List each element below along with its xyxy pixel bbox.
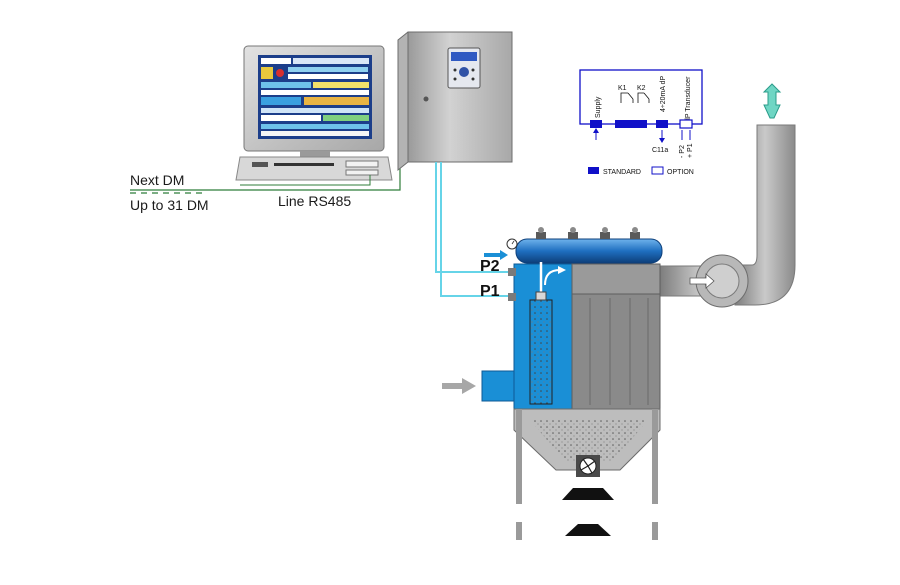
wiring-label-supply: Supply bbox=[595, 96, 602, 118]
wiring-label-plus-p1: + P1 bbox=[687, 143, 694, 158]
dust-pile-lower bbox=[565, 524, 611, 536]
label-next-dm: Next DM bbox=[130, 172, 185, 188]
legend-option-swatch bbox=[651, 166, 664, 175]
legend-standard-label: STANDARD bbox=[603, 169, 641, 176]
dust-pile-upper bbox=[562, 488, 614, 500]
wiring-label-analog-out: 4÷20mA dP bbox=[660, 76, 667, 112]
computer-base-unit bbox=[235, 156, 393, 181]
label-p1: P1 bbox=[480, 283, 500, 300]
compressed-air-tank bbox=[484, 227, 663, 264]
port-p2 bbox=[508, 268, 516, 276]
wiring-schematic: Supply K1 K2 4÷20mA dP dP Transducer C11… bbox=[579, 69, 703, 176]
pressure-hoses bbox=[435, 162, 508, 297]
legend-option-label: OPTION bbox=[667, 169, 694, 176]
port-p1 bbox=[508, 293, 516, 301]
clean-air-plenum bbox=[571, 263, 661, 295]
dust-collector-housing bbox=[442, 262, 661, 540]
legend-standard-swatch bbox=[588, 167, 599, 174]
wiring-label-minus-p2: - P2 bbox=[679, 145, 686, 158]
clean-air-arrow bbox=[544, 269, 561, 286]
exhaust-arrow bbox=[762, 83, 782, 119]
terminal-block-frame bbox=[579, 69, 703, 125]
monitor-stand bbox=[300, 151, 330, 157]
air-inlet-arrow bbox=[484, 250, 508, 260]
wiring-label-transducer: dP Transducer bbox=[685, 76, 692, 122]
wiring-label-c11a: C11a bbox=[652, 147, 668, 154]
terminal-analog bbox=[656, 120, 668, 128]
terminal-supply bbox=[590, 120, 602, 128]
label-line-rs485: Line RS485 bbox=[278, 193, 352, 209]
wiring-label-k1: K1 bbox=[618, 85, 627, 92]
control-cabinet bbox=[397, 31, 513, 172]
label-up-to-31-dm: Up to 31 DM bbox=[130, 197, 209, 213]
filter-bag bbox=[529, 299, 553, 405]
inlet-arrow bbox=[442, 378, 476, 394]
terminal-transducer bbox=[679, 119, 693, 129]
dirty-air-inlet bbox=[481, 370, 515, 402]
terminal-relays bbox=[615, 120, 647, 128]
computer-workstation bbox=[235, 45, 393, 181]
cabinet-lock bbox=[423, 96, 429, 102]
label-p2: P2 bbox=[480, 258, 500, 275]
rs485-network-lines bbox=[130, 162, 401, 194]
wiring-label-k2: K2 bbox=[637, 85, 646, 92]
fan-flow-arrow bbox=[689, 273, 715, 289]
filter-housing bbox=[571, 293, 661, 410]
